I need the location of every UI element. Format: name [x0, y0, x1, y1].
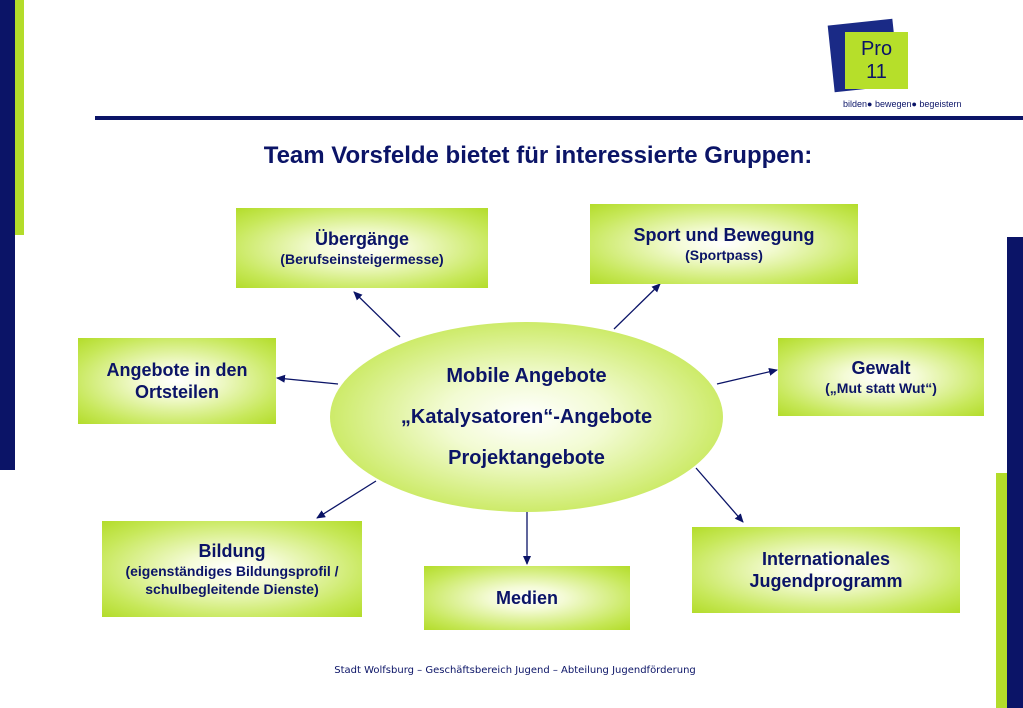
node-international: Internationales Jugendprogramm — [692, 527, 960, 613]
node-sport: Sport und Bewegung (Sportpass) — [590, 204, 858, 284]
node-uebergaenge: Übergänge (Berufseinsteigermesse) — [236, 208, 488, 288]
center-node: Mobile Angebote „Katalysatoren“-Angebote… — [330, 322, 723, 512]
node-international-line1: Internationales — [761, 549, 891, 569]
header-rule — [95, 116, 1023, 120]
logo-tagline: bilden● bewegen● begeistern — [843, 99, 962, 109]
node-ortsteile-line1: Angebote in den — [106, 360, 248, 380]
node-sport-title: Sport und Bewegung — [633, 225, 815, 245]
arrow-to-bildung — [316, 480, 377, 519]
node-bildung-title: Bildung — [198, 541, 266, 561]
node-sport-sub: (Sportpass) — [685, 247, 763, 263]
arrow-to-ortsteile — [276, 374, 339, 385]
footer-text: Stadt Wolfsburg – Geschäftsbereich Jugen… — [334, 665, 696, 676]
center-line-1: Mobile Angebote — [446, 364, 607, 387]
right-navy-bar — [1007, 237, 1023, 708]
page-title: Team Vorsfelde bietet für interessierte … — [263, 142, 813, 169]
node-bildung-sub1: (eigenständiges Bildungsprofil / — [125, 563, 339, 579]
left-navy-bar — [0, 0, 15, 470]
node-gewalt-title: Gewalt — [851, 358, 911, 378]
arrow-to-gewalt — [716, 367, 778, 385]
node-bildung: Bildung (eigenständiges Bildungsprofil /… — [102, 521, 362, 617]
node-medien: Medien — [424, 566, 630, 630]
arrow-to-sport — [613, 283, 661, 330]
node-gewalt: Gewalt („Mut statt Wut“) — [778, 338, 984, 416]
center-line-3: Projektangebote — [448, 446, 605, 469]
left-lime-bar — [15, 0, 24, 235]
node-gewalt-sub: („Mut statt Wut“) — [825, 380, 937, 396]
node-uebergaenge-title: Übergänge — [314, 229, 410, 249]
arrow-to-international — [695, 467, 744, 523]
logo-text-pro: Pro — [860, 37, 893, 60]
logo-front-square: Pro 11 — [845, 32, 908, 89]
node-ortsteile: Angebote in den Ortsteilen — [78, 338, 276, 424]
right-lime-bar — [996, 473, 1007, 708]
logo-text-11: 11 — [866, 60, 887, 83]
arrow-to-uebergaenge — [353, 291, 401, 338]
node-bildung-sub2: schulbegleitende Dienste) — [145, 581, 319, 597]
node-uebergaenge-sub: (Berufseinsteigermesse) — [280, 251, 444, 267]
node-ortsteile-line2: Ortsteilen — [134, 382, 220, 402]
node-medien-title: Medien — [495, 588, 558, 608]
center-line-2: „Katalysatoren“-Angebote — [400, 405, 653, 428]
node-international-line2: Jugendprogramm — [749, 571, 903, 591]
